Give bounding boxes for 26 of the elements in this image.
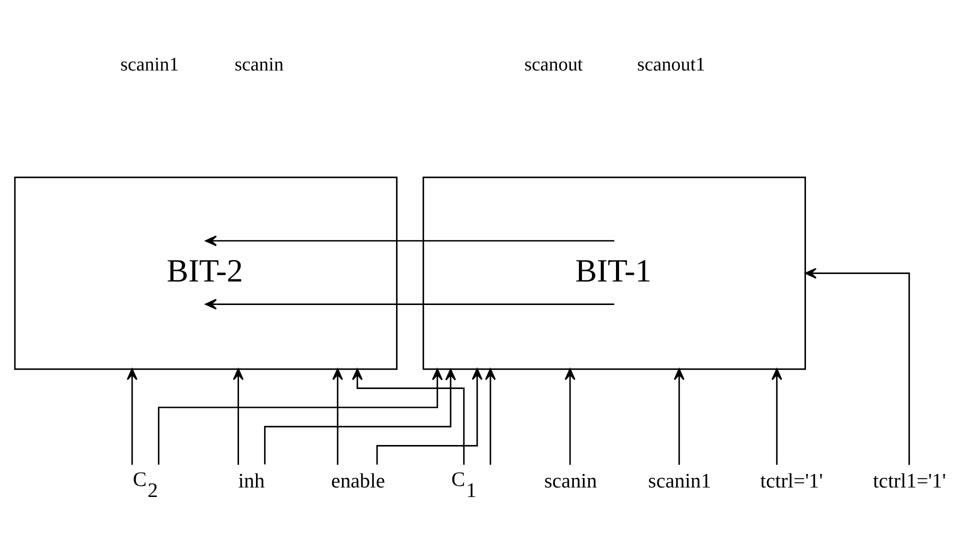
arrow	[351, 368, 464, 464]
node-text: tctrl1='1'	[872, 470, 946, 492]
label: scanout1	[636, 54, 705, 75]
label: scanout	[524, 54, 582, 75]
node-text: inh	[238, 470, 264, 492]
arrow	[204, 234, 614, 246]
node-box: BIT-1	[422, 176, 806, 370]
arrow	[332, 368, 343, 464]
arrow	[232, 368, 244, 464]
label: scanin	[234, 54, 284, 75]
node-text: scanin	[544, 470, 596, 492]
arrow	[770, 368, 782, 464]
arrow	[126, 368, 137, 464]
arrow	[484, 368, 496, 464]
arrow	[157, 368, 442, 464]
node-box: BIT-2	[14, 176, 398, 370]
label: scanin1	[120, 54, 178, 75]
arrow	[264, 368, 456, 464]
arrow	[673, 368, 684, 464]
arrow	[804, 267, 910, 464]
node-text: enable	[330, 470, 385, 492]
arrow	[376, 368, 482, 464]
arrow	[204, 298, 614, 310]
node-text: tctrl='1'	[760, 470, 822, 492]
node-text: scanin1	[648, 470, 711, 492]
arrow	[564, 368, 575, 464]
